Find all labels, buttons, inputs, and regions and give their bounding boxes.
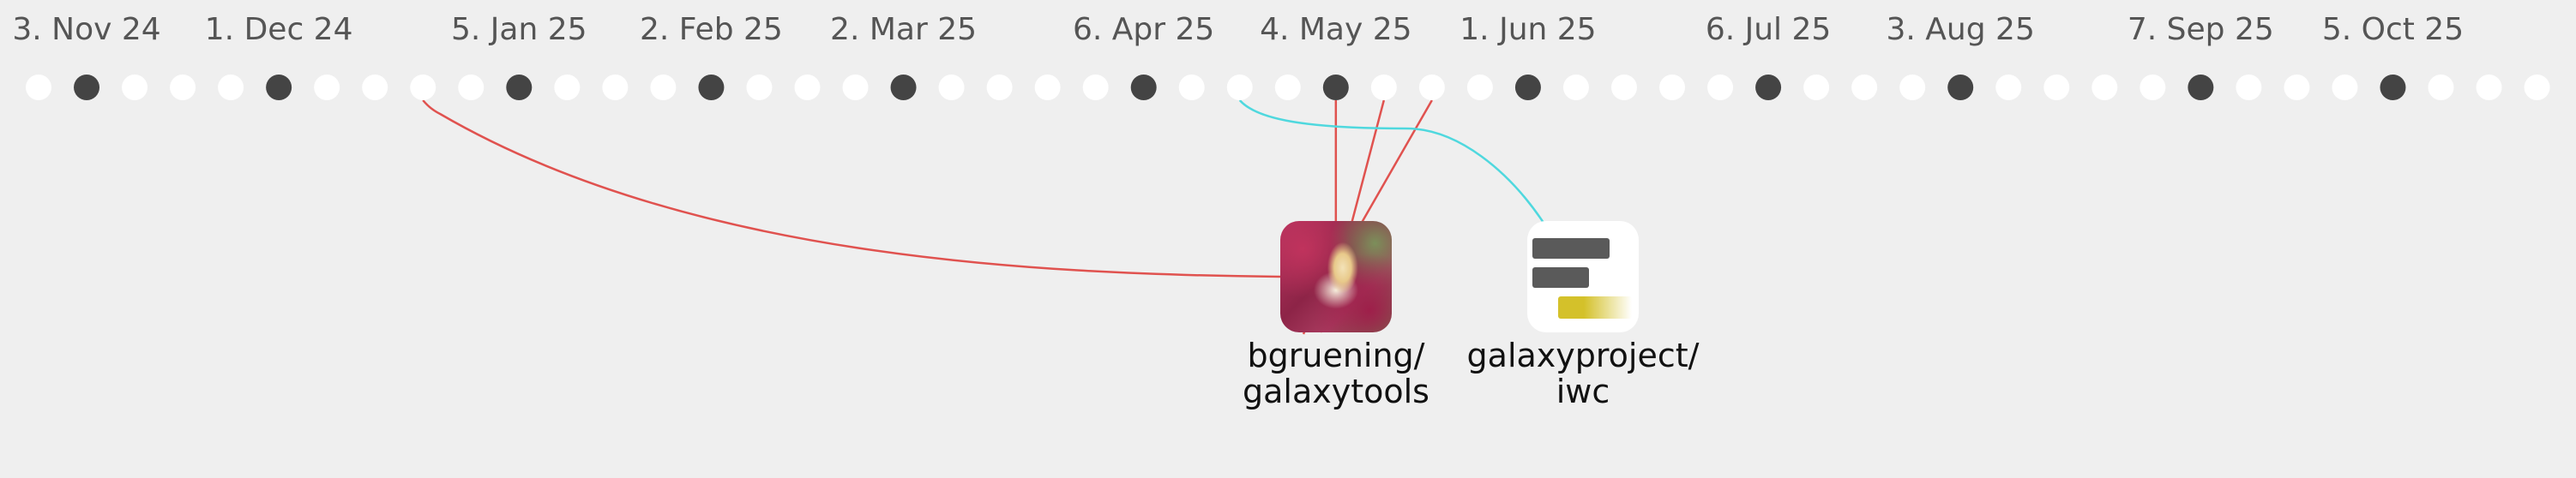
month-start-dot[interactable] xyxy=(1130,75,1157,100)
month-start-dot[interactable] xyxy=(1947,75,1974,100)
date-label: 4. May 25 xyxy=(1260,12,1411,47)
week-dot[interactable] xyxy=(1418,75,1445,100)
date-label: 5. Jan 25 xyxy=(451,12,587,47)
week-dot[interactable] xyxy=(2140,75,2166,100)
date-label: 3. Aug 25 xyxy=(1887,12,2035,47)
month-start-dot[interactable] xyxy=(2188,75,2214,100)
week-dot[interactable] xyxy=(554,75,581,100)
date-label: 5. Oct 25 xyxy=(2322,12,2464,47)
week-dot[interactable] xyxy=(1562,75,1589,100)
week-dot[interactable] xyxy=(1274,75,1301,100)
date-label: 2. Feb 25 xyxy=(640,12,783,47)
repo-label-bgruening[interactable]: bgruening/ galaxytools xyxy=(1199,338,1473,409)
month-start-dot[interactable] xyxy=(1755,75,1782,100)
iwc-logo-icon[interactable] xyxy=(1527,221,1639,332)
month-start-dot[interactable] xyxy=(74,75,100,100)
week-dot[interactable] xyxy=(2043,75,2070,100)
week-dot[interactable] xyxy=(1659,75,1686,100)
date-label: 6. Jul 25 xyxy=(1706,12,1831,47)
date-label: 1. Dec 24 xyxy=(205,12,353,47)
week-dot[interactable] xyxy=(2091,75,2118,100)
month-start-dot[interactable] xyxy=(1322,75,1349,100)
week-dot[interactable] xyxy=(410,75,436,100)
week-dot[interactable] xyxy=(794,75,821,100)
week-dot[interactable] xyxy=(650,75,677,100)
week-dot[interactable] xyxy=(458,75,485,100)
date-labels: 3. Nov 24 1. Dec 24 5. Jan 25 2. Feb 25 2. M… xyxy=(12,12,2464,47)
repo-owner: galaxyproject/ xyxy=(1466,337,1700,374)
week-dot[interactable] xyxy=(1803,75,1830,100)
week-dot[interactable] xyxy=(938,75,965,100)
week-dot[interactable] xyxy=(2428,75,2454,100)
repo-owner: bgruening/ xyxy=(1247,337,1425,374)
repo-name: iwc xyxy=(1556,373,1610,410)
week-dot[interactable] xyxy=(1178,75,1205,100)
week-dot[interactable] xyxy=(1707,75,1734,100)
week-dot[interactable] xyxy=(1082,75,1109,100)
week-dot[interactable] xyxy=(746,75,773,100)
week-dot[interactable] xyxy=(1899,75,1926,100)
month-start-dot[interactable] xyxy=(890,75,917,100)
month-start-dot[interactable] xyxy=(266,75,292,100)
week-dot[interactable] xyxy=(842,75,869,100)
date-label: 3. Nov 24 xyxy=(12,12,160,47)
week-dot[interactable] xyxy=(1034,75,1061,100)
week-dot[interactable] xyxy=(602,75,629,100)
iwc-logo-accent-bar xyxy=(1558,296,1632,319)
repo-name: galaxytools xyxy=(1243,373,1429,410)
date-label: 6. Apr 25 xyxy=(1073,12,1214,47)
week-dot[interactable] xyxy=(1995,75,2022,100)
date-label: 1. Jun 25 xyxy=(1460,12,1596,47)
week-dot[interactable] xyxy=(2524,75,2550,100)
week-dot[interactable] xyxy=(122,75,148,100)
week-dot[interactable] xyxy=(218,75,244,100)
month-start-dot[interactable] xyxy=(1514,75,1541,100)
month-start-dot[interactable] xyxy=(2380,75,2406,100)
week-dots xyxy=(26,75,2550,100)
week-dot[interactable] xyxy=(2476,75,2502,100)
week-dot[interactable] xyxy=(1610,75,1637,100)
week-dot[interactable] xyxy=(1851,75,1878,100)
connection-line xyxy=(422,99,1281,278)
week-dot[interactable] xyxy=(986,75,1013,100)
orchid-flower-avatar-icon[interactable] xyxy=(1280,221,1392,332)
week-dot[interactable] xyxy=(26,75,51,100)
iwc-logo-bar-top xyxy=(1532,238,1610,259)
week-dot[interactable] xyxy=(314,75,340,100)
week-dot[interactable] xyxy=(1370,75,1397,100)
week-dot[interactable] xyxy=(362,75,388,100)
week-dot[interactable] xyxy=(2284,75,2310,100)
week-dot[interactable] xyxy=(2236,75,2262,100)
week-dot[interactable] xyxy=(2332,75,2358,100)
month-start-dot[interactable] xyxy=(698,75,725,100)
month-start-dot[interactable] xyxy=(506,75,533,100)
connection-line xyxy=(1238,99,1545,224)
week-dot[interactable] xyxy=(1466,75,1493,100)
iwc-logo-bar-middle xyxy=(1532,267,1589,288)
date-label: 2. Mar 25 xyxy=(830,12,977,47)
week-dot[interactable] xyxy=(1226,75,1253,100)
repo-label-galaxyproject[interactable]: galaxyproject/ iwc xyxy=(1446,338,1720,409)
week-dot[interactable] xyxy=(170,75,196,100)
date-label: 7. Sep 25 xyxy=(2128,12,2274,47)
